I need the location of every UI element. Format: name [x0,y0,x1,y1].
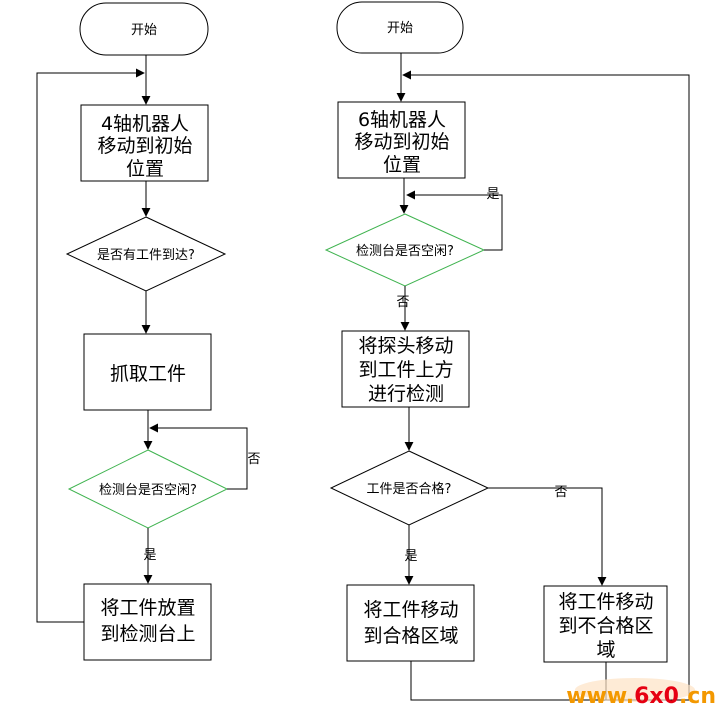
left-move-init-line2: 移动到初始 [97,135,192,157]
right-label-pass-yes: 是 [404,549,417,564]
left-grab-label: 抓取工件 [110,363,186,385]
right-decision-bench-label: 检测台是否空闲? [356,244,454,259]
left-loop-back-top [36,68,145,623]
left-loop-bench-no [149,423,248,490]
right-probe-line3: 进行检测 [368,383,444,405]
watermark-mid: 6x0 [634,684,679,709]
right-move-init-line2: 移动到初始 [354,131,449,153]
watermark-suffix: .cn [679,684,716,709]
left-place-box [83,583,212,661]
left-place-line1: 将工件放置 [100,597,195,619]
right-probe-line2: 到工件上方 [358,359,453,381]
right-move-pass-line1: 将工件移动 [363,599,458,621]
right-start-label: 开始 [387,21,413,36]
right-flowchart: 开始 6轴机器人 移动到初始 位置 检测台是否空闲? 是 否 将探头移动 到工件… [324,1,690,701]
right-move-init-line3: 位置 [383,154,421,176]
right-arrow-pass-no [488,487,607,586]
left-decision-bench-label: 检测台是否空闲? [99,483,197,498]
right-probe-line1: 将探头移动 [358,335,453,357]
right-start-terminal [336,1,464,54]
left-move-init-box [80,104,209,182]
right-move-fail-line2: 到不合格区 [558,615,653,637]
right-label-pass-no: 否 [554,485,567,500]
watermark-prefix: www. [566,684,634,709]
left-label-yes: 是 [143,548,156,563]
left-grab-box [83,333,212,411]
right-move-init-box [337,101,466,179]
right-move-fail-line3: 域 [596,639,615,661]
left-start-terminal [79,2,209,56]
right-move-pass-box [346,584,475,662]
right-merge-pass [410,661,689,701]
right-move-init-line1: 6轴机器人 [358,109,446,131]
right-loop-back-top [402,70,690,700]
left-place-line2: 到检测台上 [100,623,195,645]
watermark: www.6x0.cn [566,678,716,709]
right-move-fail-line1: 将工件移动 [558,591,653,613]
left-move-init-line1: 4轴机器人 [101,113,189,135]
right-label-yes: 是 [486,187,499,202]
right-loop-bench-yes [406,190,503,251]
right-decision-pass-label: 工件是否合格? [367,481,452,497]
right-move-pass-line2: 到合格区域 [363,625,458,647]
left-move-init-line3: 位置 [126,158,164,180]
left-decision-workpiece-label: 是否有工件到达? [97,248,195,263]
right-probe-box [341,330,470,408]
left-flowchart: 开始 4轴机器人 移动到初始 位置 是否有工件到达? 抓取工件 检测台是否空闲?… [36,2,261,661]
left-start-label: 开始 [131,23,157,38]
watermark-swoosh [575,678,695,702]
right-label-no: 否 [396,295,409,310]
left-label-no: 否 [247,452,260,467]
watermark-text: www.6x0.cn [566,684,716,709]
